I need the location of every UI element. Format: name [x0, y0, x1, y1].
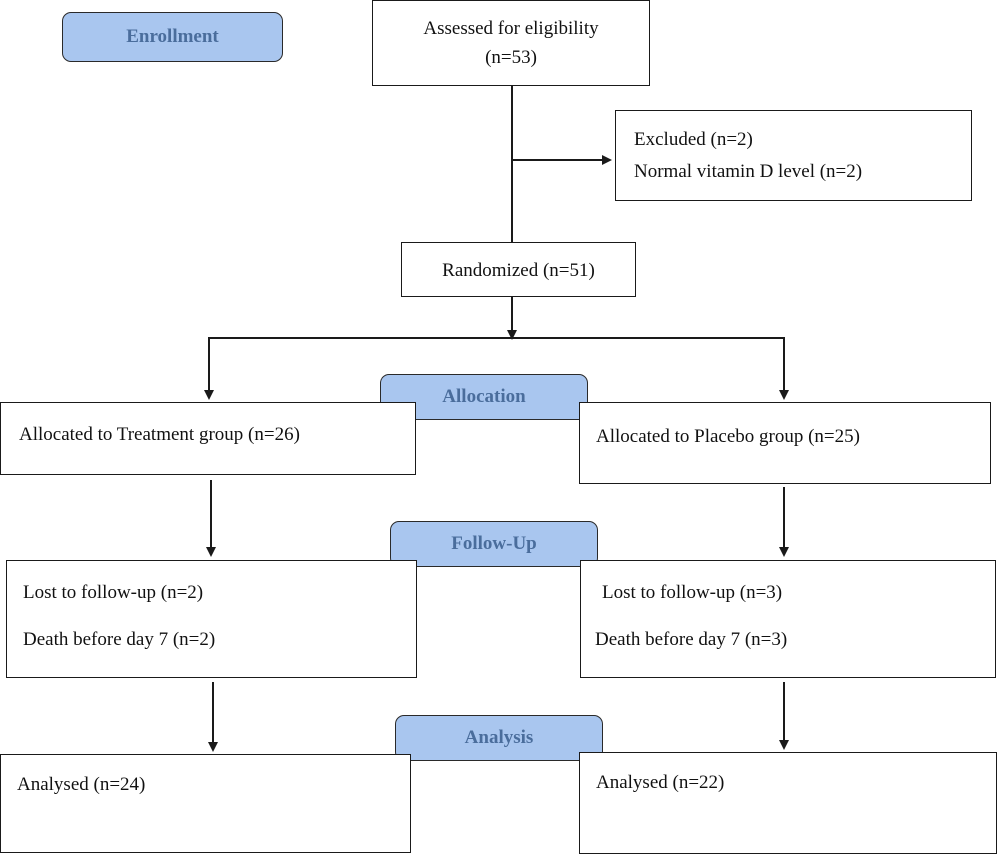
excluded-reason: Normal vitamin D level (n=2) [634, 161, 863, 182]
stage-label-enrollment-text: Enrollment [126, 26, 219, 47]
placebo-analysed-box: Analysed (n=22) [579, 752, 997, 854]
stage-label-analysis: Analysis [395, 715, 603, 761]
placebo-death-label: Death before day 7 (n=3) [595, 629, 788, 650]
placebo-analysed-label: Analysed (n=22) [596, 772, 725, 793]
assessed-count: (n=53) [485, 47, 537, 68]
treatment-analysed-label: Analysed (n=24) [17, 774, 146, 795]
excluded-box: Excluded (n=2) Normal vitamin D level (n… [615, 110, 972, 201]
treatment-allocated-label: Allocated to Treatment group (n=26) [19, 424, 300, 445]
randomized-label: Randomized (n=51) [442, 260, 595, 281]
placebo-allocated-label: Allocated to Placebo group (n=25) [596, 426, 860, 447]
randomized-box: Randomized (n=51) [401, 242, 636, 297]
placebo-lost-label: Lost to follow-up (n=3) [602, 582, 783, 603]
treatment-death-label: Death before day 7 (n=2) [23, 629, 216, 650]
stage-label-allocation: Allocation [380, 374, 588, 420]
treatment-lost-label: Lost to follow-up (n=2) [23, 582, 204, 603]
placebo-followup-box: Lost to follow-up (n=3) Death before day… [580, 560, 996, 678]
treatment-allocated-box: Allocated to Treatment group (n=26) [0, 402, 416, 475]
stage-label-follow-up-text: Follow-Up [451, 533, 537, 554]
excluded-count: Excluded (n=2) [634, 129, 753, 150]
stage-label-enrollment: Enrollment [62, 12, 283, 62]
stage-label-analysis-text: Analysis [464, 727, 534, 748]
treatment-followup-box: Lost to follow-up (n=2) Death before day… [6, 560, 417, 678]
treatment-analysed-box: Analysed (n=24) [0, 754, 411, 853]
assessed-label: Assessed for eligibility [423, 18, 599, 39]
assessed-box: Assessed for eligibility (n=53) [372, 0, 650, 86]
stage-label-follow-up: Follow-Up [390, 521, 598, 567]
placebo-allocated-box: Allocated to Placebo group (n=25) [579, 402, 991, 484]
stage-label-allocation-text: Allocation [442, 386, 526, 407]
